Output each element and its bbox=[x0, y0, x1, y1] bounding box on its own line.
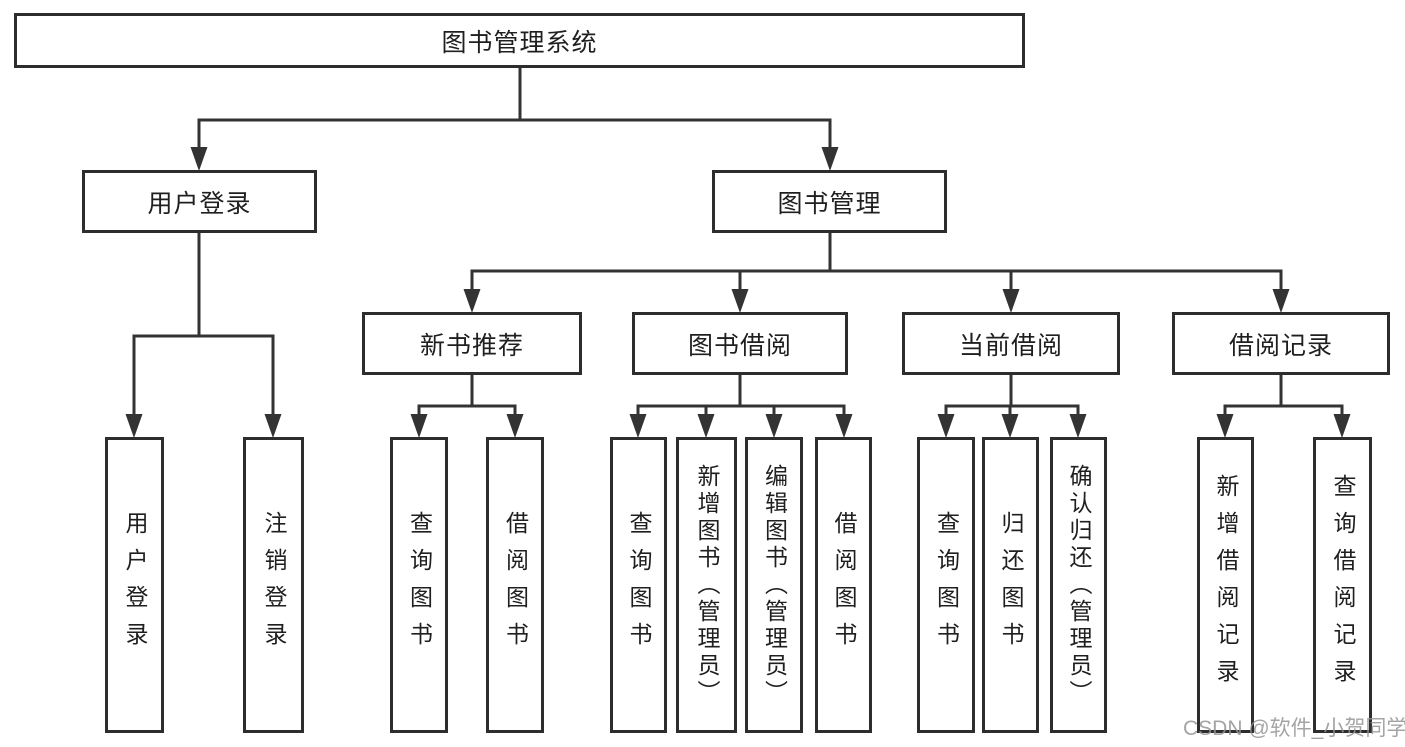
node-label: 借阅记录 bbox=[1228, 331, 1333, 360]
leaf-label: 查询图书 bbox=[933, 511, 960, 659]
leaf-label: 注销登录 bbox=[261, 511, 287, 659]
node-book-management: 图书管理 bbox=[712, 170, 947, 233]
leaf-borrow-books-borrowing: 借阅图书 bbox=[815, 437, 872, 733]
leaf-add-books-admin: 新增图书（管理员） bbox=[676, 437, 737, 733]
leaf-add-borrow-record: 新增借阅记录 bbox=[1197, 437, 1254, 733]
leaf-label: 用户登录 bbox=[122, 511, 148, 659]
leaf-label: 查询借阅记录 bbox=[1330, 474, 1356, 696]
node-label: 新书推荐 bbox=[419, 331, 524, 360]
leaf-query-books-recommend: 查询图书 bbox=[390, 437, 448, 733]
leaf-user-login: 用户登录 bbox=[105, 437, 164, 733]
node-label: 图书借阅 bbox=[687, 331, 792, 360]
node-user-login: 用户登录 bbox=[82, 170, 317, 233]
leaf-query-borrow-record: 查询借阅记录 bbox=[1313, 437, 1372, 733]
leaf-label: 编辑图书（管理员） bbox=[761, 463, 788, 707]
node-library-management-system: 图书管理系统 bbox=[14, 13, 1025, 68]
node-label: 图书管理 bbox=[777, 189, 882, 218]
node-label: 用户登录 bbox=[147, 189, 252, 218]
leaf-edit-books-admin: 编辑图书（管理员） bbox=[745, 437, 803, 733]
node-label: 图书管理系统 bbox=[441, 28, 598, 57]
leaf-confirm-return-admin: 确认归还（管理员） bbox=[1050, 437, 1107, 733]
leaf-return-books: 归还图书 bbox=[982, 437, 1039, 733]
leaf-label: 新增借阅记录 bbox=[1213, 474, 1239, 696]
leaf-logout: 注销登录 bbox=[243, 437, 304, 733]
leaf-label: 借阅图书 bbox=[831, 511, 857, 659]
leaf-label: 新增图书（管理员） bbox=[694, 463, 720, 707]
leaf-label: 查询图书 bbox=[406, 511, 433, 659]
leaf-borrow-books-recommend: 借阅图书 bbox=[486, 437, 544, 733]
leaf-label: 确认归还（管理员） bbox=[1066, 463, 1092, 707]
leaf-query-books-borrowing: 查询图书 bbox=[610, 437, 667, 733]
node-label: 当前借阅 bbox=[958, 331, 1063, 360]
node-book-borrowing: 图书借阅 bbox=[632, 312, 848, 375]
leaf-label: 归还图书 bbox=[998, 511, 1024, 659]
node-new-book-recommendation: 新书推荐 bbox=[362, 312, 582, 375]
node-borrowing-records: 借阅记录 bbox=[1172, 312, 1390, 375]
leaf-label: 借阅图书 bbox=[502, 511, 529, 659]
node-current-borrowing: 当前借阅 bbox=[902, 312, 1120, 375]
leaf-label: 查询图书 bbox=[626, 511, 652, 659]
leaf-query-books-current: 查询图书 bbox=[917, 437, 975, 733]
